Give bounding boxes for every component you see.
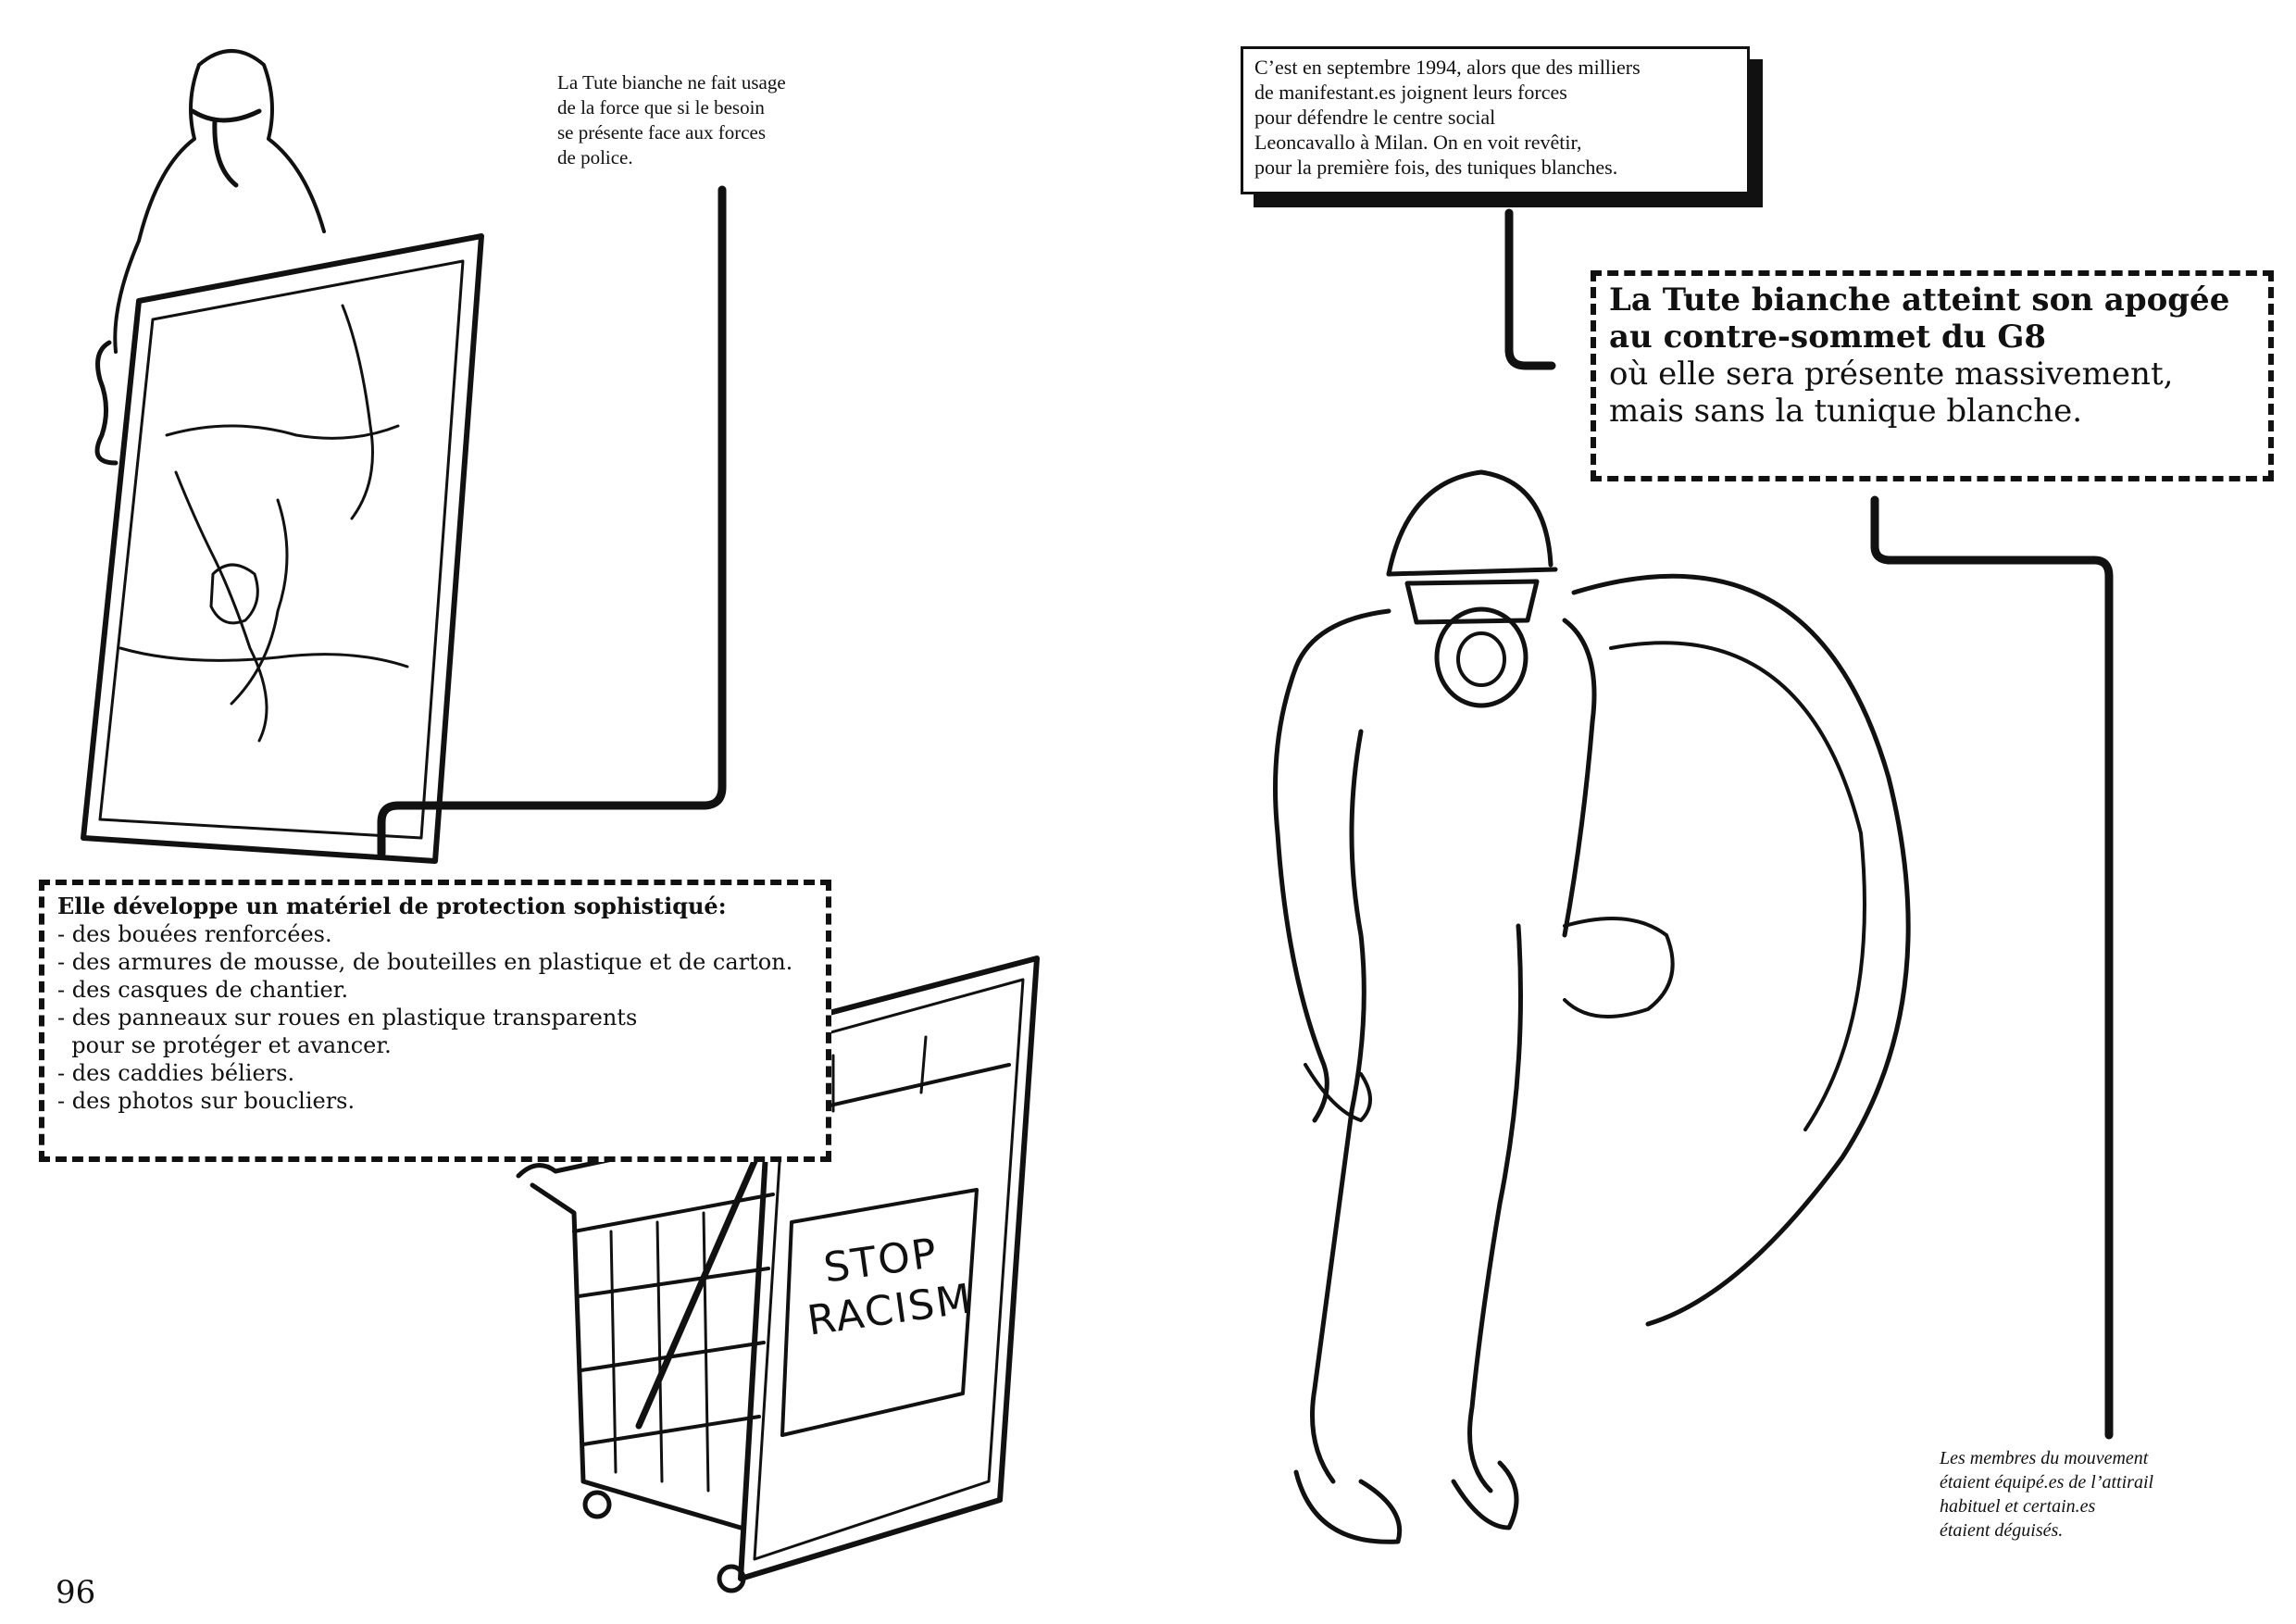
g8-line: mais sans la tunique blanche. (1609, 393, 2083, 430)
equipment-list-box: Elle développe un matériel de protection… (39, 880, 831, 1162)
history-line: C’est en septembre 1994, alors que des m… (1254, 56, 1641, 79)
intro-note: La Tute bianche ne fait usage de la forc… (557, 70, 786, 170)
history-line: de manifestant.es joignent leurs forces (1254, 81, 1567, 104)
caption-line: Les membres du mouvement (1940, 1448, 2149, 1468)
connector-line-caption (1870, 495, 2114, 1440)
caption-line: étaient équipé.es de l’attirail (1940, 1472, 2154, 1493)
shopping-cart-shield-illustration (516, 956, 1040, 1593)
equipment-list-item: pour se protéger et avancer. (57, 1032, 392, 1058)
equipment-list-item: - des caddies béliers. (57, 1060, 295, 1086)
connector-line-left (377, 185, 727, 858)
caption-line: étaient déguisés. (1940, 1520, 2064, 1541)
equipment-list-item: - des armures de mousse, de bouteilles e… (57, 949, 793, 975)
figure-with-shield-illustration (81, 49, 484, 864)
equipment-list-item: - des photos sur boucliers. (57, 1088, 356, 1114)
intro-note-line: de police. (557, 146, 633, 169)
equipment-list-item: - des casques de chantier. (57, 977, 349, 1003)
g8-bold-line: au contre-sommet du G8 (1609, 319, 2047, 356)
equipment-list-item: - des bouées renforcées. (57, 921, 332, 947)
caption-note: Les membres du mouvement étaient équipé.… (1940, 1446, 2153, 1543)
history-line: pour défendre le centre social (1254, 106, 1496, 129)
history-line: pour la première fois, des tuniques blan… (1254, 156, 1618, 179)
g8-box: La Tute bianche atteint son apogée au co… (1591, 270, 2274, 481)
equipment-list-item: - des panneaux sur roues en plastique tr… (57, 1005, 638, 1031)
history-box: C’est en septembre 1994, alors que des m… (1241, 46, 1750, 194)
figure-with-inflatable-tube-illustration (1273, 469, 1911, 1544)
history-line: Leoncavallo à Milan. On en voit revêtir, (1254, 131, 1582, 154)
g8-bold-line: La Tute bianche atteint son apogée (1609, 281, 2230, 319)
page-number: 96 (56, 1574, 96, 1611)
intro-note-line: se présente face aux forces (557, 121, 767, 144)
connector-line-history (1504, 208, 1556, 370)
caption-line: habituel et certain.es (1940, 1496, 2096, 1517)
equipment-list-heading: Elle développe un matériel de protection… (57, 893, 727, 919)
g8-line: où elle sera présente massivement, (1609, 356, 2174, 393)
intro-note-line: de la force que si le besoin (557, 96, 765, 119)
intro-note-line: La Tute bianche ne fait usage (557, 71, 786, 94)
